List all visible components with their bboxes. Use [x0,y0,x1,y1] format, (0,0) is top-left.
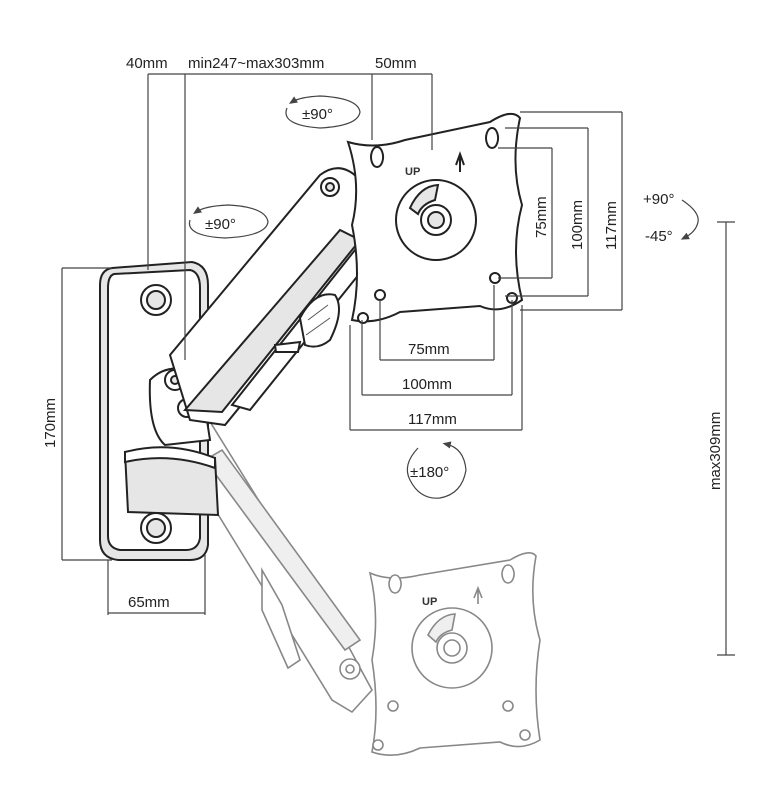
arm-base-joint [123,367,220,517]
rotation-head-indicator [285,95,361,129]
dim-50mm: 50mm [375,55,417,72]
dim-rotation-head: ±90° [302,106,333,123]
vesa-horizontal-dimensions [349,285,523,431]
ghost-lowered-arm [159,368,373,714]
dim-rotation-arm: ±90° [205,216,236,233]
dim-max-height: max309mm [707,412,724,490]
ghost-up-label: UP [422,596,437,608]
dim-v-75mm: 75mm [533,196,550,238]
top-dimension-lines [147,73,433,360]
vesa-up-label: UP [405,166,420,178]
max-height-dimension [717,221,735,656]
tilt-indicator [680,199,699,240]
dim-plate-height: 170mm [42,398,59,448]
vesa-vertical-dimensions [498,111,623,311]
vesa-plate: UP [346,112,524,324]
plate-width-dimension [107,555,206,615]
dim-h-117mm: 117mm [408,411,457,428]
dim-plate-width: 65mm [128,594,170,611]
dim-40mm: 40mm [126,55,168,72]
dim-tilt-down: -45° [645,228,673,245]
plate-height-dimension [61,267,112,561]
dim-h-75mm: 75mm [408,341,450,358]
rotation-180-indicator [406,441,467,499]
dim-h-100mm: 100mm [402,376,452,393]
dim-rotation-180: ±180° [410,464,449,481]
dim-v-100mm: 100mm [569,200,586,250]
gas-spring-arm [168,167,374,427]
dim-v-117mm: 117mm [603,201,620,250]
rotation-arm-indicator [188,204,269,239]
dim-arm-length: min247~max303mm [188,55,324,72]
ghost-vesa-plate: UP [368,552,541,756]
dim-tilt-up: +90° [643,191,674,208]
